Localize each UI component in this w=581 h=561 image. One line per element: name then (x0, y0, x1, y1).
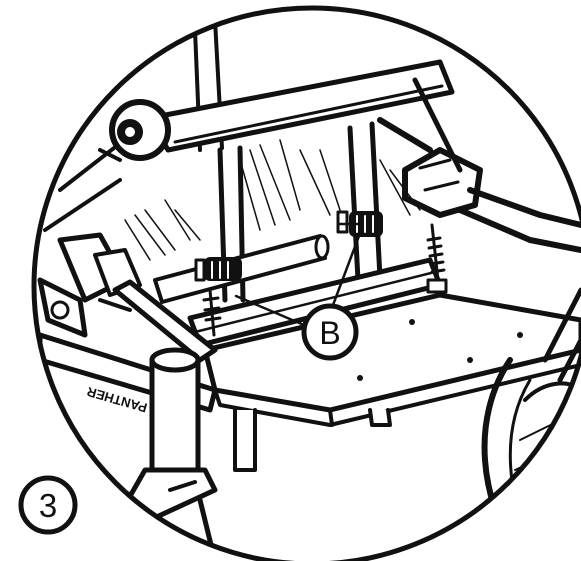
callout-leader-lines (234, 222, 364, 327)
step-number-label: 3 (39, 487, 57, 524)
platform-legs (233, 408, 392, 472)
step-number-circle (18, 475, 78, 535)
left-frame (37, 232, 218, 363)
step-number-badge: 3 (18, 475, 78, 535)
magnified-detail: PANTHER (37, 18, 581, 561)
right-hinge-clamp (377, 77, 581, 253)
left-hinge-knob (98, 99, 171, 162)
callout-b-label: B (319, 315, 340, 351)
clamp-knob-right (336, 210, 383, 237)
mesh-backdrop (124, 139, 421, 261)
callout-b: B (301, 303, 359, 361)
callout-b-circle (301, 303, 359, 361)
adjustment-screw-left (202, 288, 222, 337)
magnifier-circle (31, 5, 581, 561)
adjustment-screw-right (426, 223, 448, 294)
clamp-knob-left (194, 257, 242, 282)
